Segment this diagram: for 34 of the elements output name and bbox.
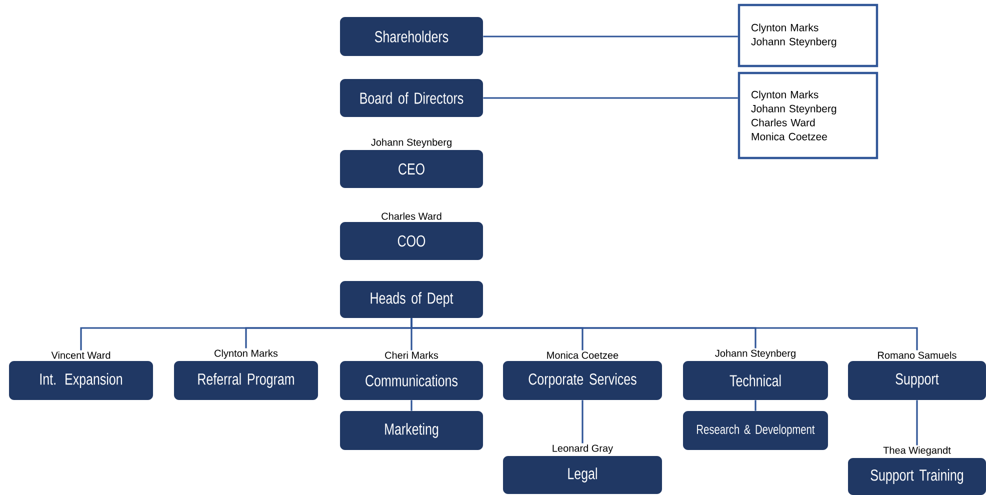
connector-line <box>483 97 738 99</box>
name-list-box: Clynton Marks Johann Steynberg Charles Ward Monica Coetzee <box>738 72 878 160</box>
person-name: Thea Wiegandt <box>883 446 951 456</box>
role-box: Marketing <box>340 411 483 450</box>
name-list-box: Clynton Marks Johann Steynberg <box>738 4 878 68</box>
person-name: Romano Samuels <box>878 351 956 359</box>
role-box: Heads of Dept <box>340 281 483 318</box>
connector-line <box>483 36 738 38</box>
person-name: Cheri Marks <box>385 351 438 359</box>
person-name: Leonard Gray <box>552 444 614 454</box>
role-box: CEO <box>340 150 483 188</box>
connector-line <box>582 400 584 444</box>
role-box: Support <box>848 361 986 400</box>
person-name: Monica Coetzee <box>547 351 618 359</box>
connector-line <box>916 400 918 446</box>
connector-line <box>754 400 756 411</box>
person-name: Vincent Ward <box>51 351 110 359</box>
person-name: Clynton Marks <box>214 349 278 359</box>
role-box: Communications <box>340 361 483 400</box>
role-box: Technical <box>683 361 828 400</box>
role-box: Shareholders <box>340 17 483 56</box>
role-box: COO <box>340 222 483 260</box>
role-box: Legal <box>503 456 662 494</box>
role-box: Int. Expansion <box>9 361 153 400</box>
role-box: Corporate Services <box>503 361 662 400</box>
connector-line <box>410 400 412 411</box>
connector-line <box>410 318 918 350</box>
person-name: Charles Ward <box>382 212 442 220</box>
role-box: Board of Directors <box>340 79 483 117</box>
person-name: Johann Steynberg <box>371 138 452 148</box>
person-name: Johann Steynberg <box>715 349 796 359</box>
role-box: Research & Development <box>683 411 828 450</box>
role-box: Referral Program <box>174 361 318 400</box>
role-box: Support Training <box>848 458 986 495</box>
